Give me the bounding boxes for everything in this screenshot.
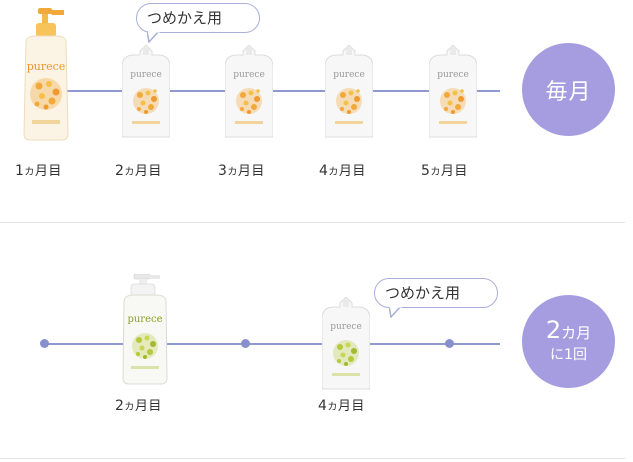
section-divider-bottom — [0, 458, 625, 459]
frequency-line2: に1回 — [550, 347, 587, 363]
refill-pouch-orange-4: purece — [324, 44, 374, 143]
frequency-label: 毎月 — [545, 79, 592, 105]
bubble-tail — [147, 31, 160, 43]
timeline-bimonthly — [45, 343, 500, 345]
month-label-3: 3カ月目 — [218, 163, 265, 179]
month-label-4: 4カ月目 — [319, 163, 366, 179]
section-divider-top — [0, 222, 625, 223]
frequency-line1: 2カ月 — [545, 316, 592, 344]
bubble-tail-2 — [389, 306, 402, 318]
month-label-bi-4: 4カ月目 — [318, 398, 365, 414]
svg-text:purece: purece — [130, 70, 162, 80]
refill-speech-bubble-2: つめかえ用 — [374, 278, 498, 318]
timeline-dot-1 — [40, 339, 49, 348]
svg-text:purece: purece — [333, 70, 365, 80]
svg-text:purece: purece — [127, 314, 162, 325]
refill-pouch-orange-5: purece — [428, 44, 478, 143]
refill-label: つめかえ用 — [147, 9, 223, 27]
month-label-1: 1カ月目 — [15, 163, 62, 179]
svg-text:purece: purece — [330, 322, 362, 332]
pump-bottle-orange: purece — [20, 8, 72, 146]
svg-text:purece: purece — [437, 70, 469, 80]
frequency-circle-monthly: 毎月 — [522, 43, 615, 136]
frequency-circle-bimonthly: 2カ月 に1回 — [522, 295, 615, 388]
month-label-2: 2カ月目 — [115, 163, 162, 179]
timeline-dot-5 — [445, 339, 454, 348]
refill-label-2: つめかえ用 — [385, 284, 461, 302]
month-label-bi-2: 2カ月目 — [115, 398, 162, 414]
refill-pouch-orange-3: purece — [224, 44, 274, 143]
refill-pouch-orange-2: purece — [121, 44, 171, 143]
refill-pouch-green-4: purece — [321, 296, 371, 395]
refill-speech-bubble: つめかえ用 — [136, 3, 260, 43]
svg-text:purece: purece — [27, 60, 66, 73]
timeline-dot-3 — [241, 339, 250, 348]
foam-pump-bottle-green: purece — [120, 273, 170, 390]
month-label-5: 5カ月目 — [421, 163, 468, 179]
svg-text:purece: purece — [233, 70, 265, 80]
